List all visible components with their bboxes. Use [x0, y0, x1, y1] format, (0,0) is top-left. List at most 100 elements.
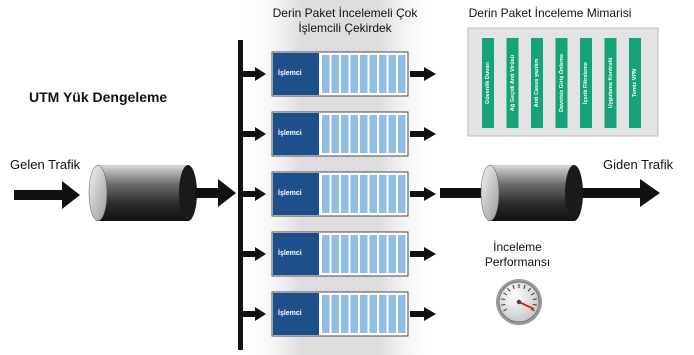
module-label: Davetsiz Giriş Önleme: [558, 53, 565, 113]
processor-input-arrowhead: [255, 127, 266, 141]
gauge-tick: [523, 284, 526, 290]
gauge-tick: [501, 298, 506, 301]
gauge-tick: [503, 292, 508, 296]
performance-label: İnceleme Performansı: [484, 240, 551, 269]
queue-slot: [341, 295, 349, 333]
queue-slot: [341, 175, 349, 213]
gauge-tick: [532, 303, 537, 306]
processor-output-arrow: [410, 251, 426, 257]
queue-slot: [350, 175, 358, 213]
queue-slot: [369, 235, 377, 273]
module-bar: [580, 38, 592, 128]
queue-slot: [398, 55, 406, 93]
module-label: Güvenlik Duvarı: [485, 62, 491, 104]
queue-slot: [322, 115, 330, 153]
processor-stack: [243, 51, 436, 337]
queue-slot: [322, 55, 330, 93]
module-bar: [629, 38, 641, 128]
architecture-title: Derin Paket İnceleme Mimarisi: [468, 6, 632, 20]
queue-slot: [331, 295, 339, 333]
queue-slot: [379, 295, 387, 333]
gauge-tick: [512, 284, 515, 290]
processor-input-arrow: [243, 71, 257, 77]
queue-slot: [398, 175, 406, 213]
queue-slot: [398, 235, 406, 273]
module-bar: [482, 38, 494, 128]
processor-row: [243, 51, 436, 97]
gauge-tick: [501, 303, 506, 306]
processor-output-arrowhead: [424, 307, 436, 321]
gauge-tick: [532, 298, 537, 301]
queue-slot: [369, 175, 377, 213]
queue-slot: [379, 55, 387, 93]
queue-slot: [388, 235, 396, 273]
queue-slot: [331, 235, 339, 273]
module-label: İçerik Filtreleme: [583, 62, 589, 104]
processor-output-arrowhead: [424, 67, 436, 81]
processor-input-arrow: [243, 251, 257, 257]
core-title: Derin Paket İncelemeli Çok İşlemcili Çek…: [272, 6, 418, 35]
processor-output-arrow: [410, 311, 426, 317]
processor-core: [273, 113, 319, 155]
processor-output-arrowhead: [424, 247, 436, 261]
queue-slot: [322, 175, 330, 213]
gauge-tick: [527, 287, 531, 292]
module-bar: [555, 38, 568, 128]
queue-slot: [360, 115, 368, 153]
queue-slot: [350, 115, 358, 153]
outgoing-pipe-icon: [480, 164, 583, 222]
processor-output-arrow: [410, 71, 426, 77]
module-bar: [531, 38, 543, 128]
queue-slot: [369, 295, 377, 333]
processor-label: İşlemci: [278, 190, 302, 197]
module-label: Anti Casus yazılım: [534, 58, 540, 108]
queue-slot: [360, 175, 368, 213]
queue-slot: [388, 115, 396, 153]
module-bar: [604, 38, 617, 128]
incoming-arrow: [14, 181, 80, 209]
processor-input-arrowhead: [255, 247, 266, 261]
queue-slot: [360, 295, 368, 333]
queue-slot: [369, 115, 377, 153]
queue-slot: [350, 295, 358, 333]
processor-label: İşlemci: [278, 250, 302, 257]
processor-core: [273, 233, 319, 275]
processor-output-arrow: [410, 191, 426, 197]
module-bar: [506, 38, 519, 128]
queue-slot: [379, 175, 387, 213]
queue-slot: [331, 175, 339, 213]
processor-input-arrow: [243, 191, 257, 197]
queue-slot: [331, 55, 339, 93]
queue-slot: [360, 55, 368, 93]
processor-input-arrow: [243, 131, 257, 137]
processor-input-arrowhead: [255, 187, 266, 201]
processor-output-arrow: [410, 131, 426, 137]
processor-input-arrow: [243, 311, 257, 317]
queue-slot: [398, 295, 406, 333]
queue-slot: [388, 175, 396, 213]
module-label: Ağ Geçidi Anti Virüsü: [509, 54, 516, 112]
processor-label: İşlemci: [278, 130, 302, 137]
queue-slot: [360, 235, 368, 273]
queue-slot: [398, 115, 406, 153]
queue-slot: [341, 55, 349, 93]
incoming-pipe-icon: [88, 164, 197, 222]
queue-slot: [322, 235, 330, 273]
outgoing-traffic-label: Giden Trafik: [603, 157, 674, 172]
processor-output-arrowhead: [424, 127, 436, 141]
queue-slot: [379, 235, 387, 273]
module-label: Uygulama Kontrolü: [607, 57, 614, 109]
processor-output-arrowhead: [424, 187, 436, 201]
processor-row: [243, 231, 436, 277]
pipe-to-bus-arrow: [196, 179, 236, 207]
queue-slot: [388, 295, 396, 333]
queue-slot: [341, 235, 349, 273]
distribution-bus: [238, 40, 243, 350]
processor-row: [243, 291, 436, 337]
processor-row: [243, 171, 436, 217]
processor-row: [243, 111, 436, 157]
module-label: Temiz VPN: [632, 69, 638, 98]
queue-slot: [350, 235, 358, 273]
